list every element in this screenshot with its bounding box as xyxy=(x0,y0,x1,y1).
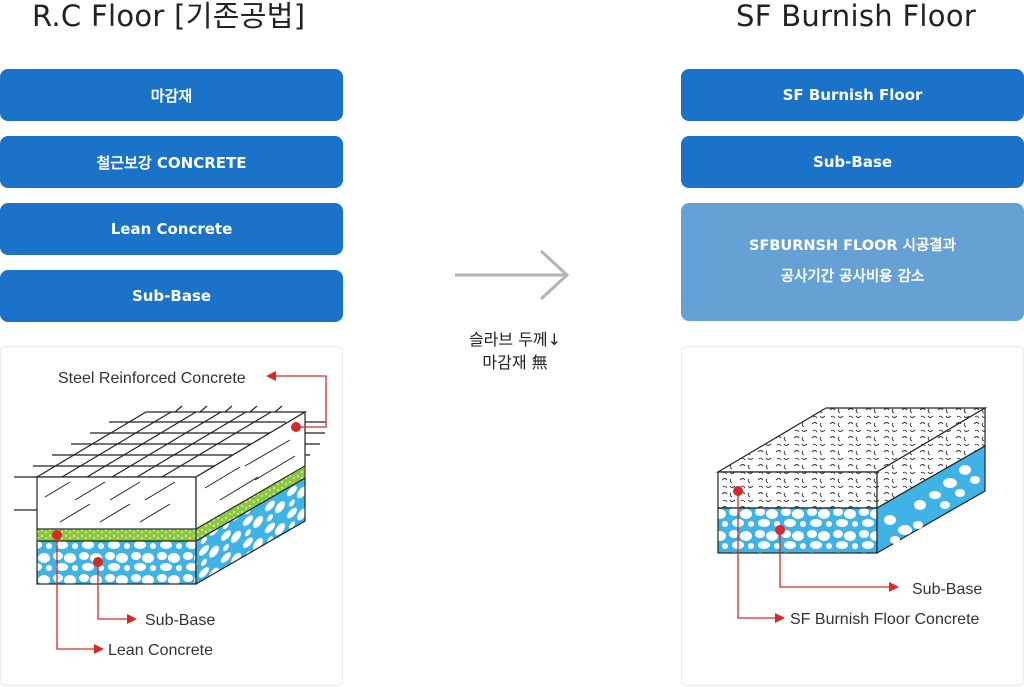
label-lean-concrete: Lean Concrete xyxy=(108,642,213,659)
left-layer-lean-concrete: Lean Concrete xyxy=(0,203,343,255)
middle-note: 슬라브 두께↓ 마감재 無 xyxy=(440,328,590,374)
right-highlight-box: SFBURNSH FLOOR 시공결과 공사기간 공사비용 감소 xyxy=(681,203,1024,321)
right-layer-sf-burnish: SF Burnish Floor xyxy=(681,69,1024,121)
left-layer-sub-base: Sub-Base xyxy=(0,270,343,322)
left-layer-finish: 마감재 xyxy=(0,69,343,121)
middle-note-line-1: 슬라브 두께↓ xyxy=(468,330,562,349)
label-steel-reinforced: Steel Reinforced Concrete xyxy=(58,370,246,387)
highlight-line-1: SFBURNSH FLOOR 시공결과 xyxy=(749,238,956,254)
label-sf-burnish-concrete: SF Burnish Floor Concrete xyxy=(790,611,980,628)
label-left-sub-base: Sub-Base xyxy=(145,612,215,629)
left-title: R.C Floor [기존공법] xyxy=(32,0,306,33)
middle-note-line-2: 마감재 無 xyxy=(482,353,548,372)
label-right-sub-base: Sub-Base xyxy=(912,581,982,598)
right-layer-sub-base: Sub-Base xyxy=(681,136,1024,188)
left-layer-rc-concrete: 철근보강 CONCRETE xyxy=(0,136,343,188)
highlight-line-2: 공사기간 공사비용 감소 xyxy=(780,269,925,285)
right-title: SF Burnish Floor xyxy=(736,0,977,33)
